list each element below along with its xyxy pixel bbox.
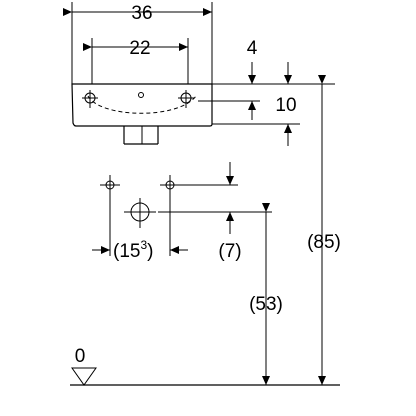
tap-mark-right-icon <box>160 175 180 195</box>
label-rim-offset-4: 4 <box>247 38 258 59</box>
tap-hole-right-icon <box>178 90 194 108</box>
label-waste-offset-7: (7) <box>218 241 241 262</box>
dimension-tap-spacing-22 <box>83 38 189 84</box>
label-waste-height-53: (53) <box>249 294 283 315</box>
dimension-width-36 <box>63 2 213 84</box>
dimension-rim-offset-4 <box>248 62 292 84</box>
label-floor-level-0: 0 <box>75 346 86 367</box>
label-tap-centres: (153) <box>113 238 153 262</box>
dimension-rim-height-10 <box>248 101 292 146</box>
label-rim-floor-85: (85) <box>307 232 341 253</box>
floor-level-triangle-icon <box>71 367 97 386</box>
tap-mark-left-icon <box>100 175 120 195</box>
label-width-36: 36 <box>131 3 152 24</box>
label-tap-spacing-22: 22 <box>129 38 150 59</box>
overflow-hole-icon <box>138 92 144 98</box>
waste-outlet-icon <box>124 198 156 228</box>
tap-hole-left-icon <box>82 90 98 108</box>
label-rim-height-10: 10 <box>275 95 296 116</box>
